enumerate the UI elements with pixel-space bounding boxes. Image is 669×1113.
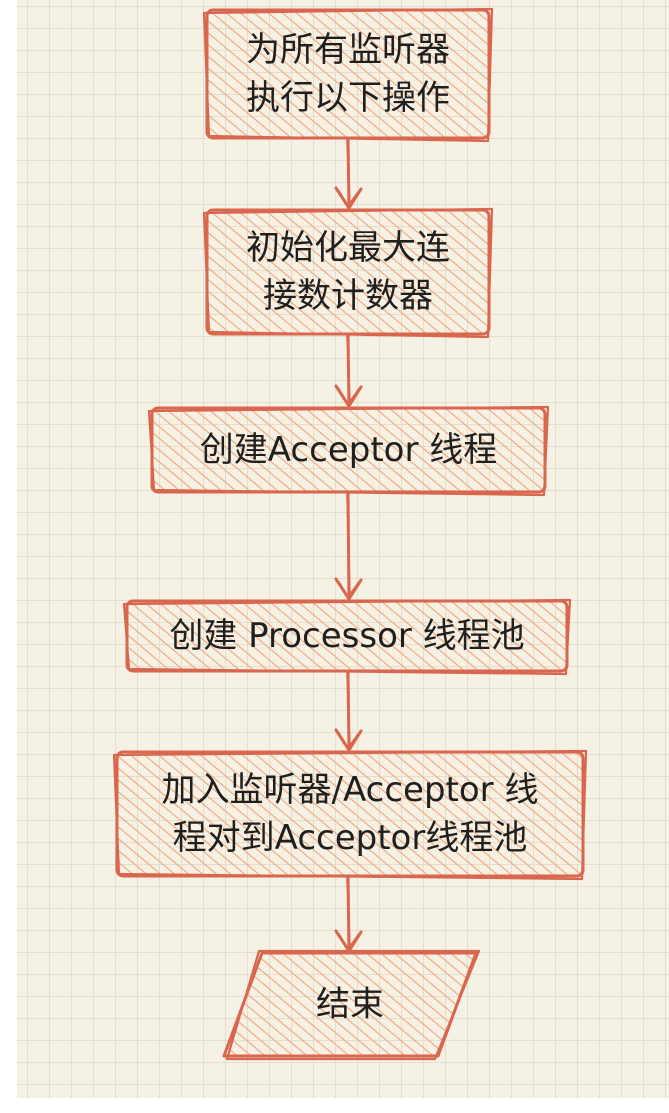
edge-line-sketch xyxy=(346,877,351,950)
arrowhead-sketch xyxy=(338,388,359,406)
node-create-processor-pool: 创建 Processor 线程池 xyxy=(122,598,572,676)
node-label: 为所有监听器 xyxy=(246,30,450,70)
node-label: 程对到Acceptor线程池 xyxy=(173,818,528,858)
node-border-sketch xyxy=(112,749,588,881)
node-label: 接数计数器 xyxy=(263,276,433,316)
node-border-sketch xyxy=(147,405,550,497)
node-label: 结束 xyxy=(316,985,384,1025)
node-fill xyxy=(117,752,583,876)
node-fill xyxy=(152,408,545,492)
arrowhead-sketch xyxy=(338,933,359,951)
edge-for-each-listener-to-init-counter xyxy=(334,137,363,210)
grid-background xyxy=(17,0,669,1098)
arrowhead-sketch xyxy=(338,581,359,599)
node-fill xyxy=(224,953,476,1056)
node-create-acceptor: 创建Acceptor 线程 xyxy=(147,405,550,497)
edge-line-sketch xyxy=(346,493,351,598)
edge-create-processor-pool-to-add-pair xyxy=(334,670,363,752)
node-border-sketch xyxy=(202,7,494,143)
node-border-sketch xyxy=(225,949,481,1061)
node-label: 初始化最大连 xyxy=(246,228,450,268)
edge-add-pair-to-end xyxy=(334,875,363,953)
node-label: 执行以下操作 xyxy=(246,78,450,118)
edge-line-sketch xyxy=(346,335,351,405)
edge-line-sketch xyxy=(346,139,351,207)
arrowhead-sketch xyxy=(338,190,359,208)
node-border-sketch xyxy=(122,598,572,676)
node-label: 创建Acceptor 线程 xyxy=(200,430,497,470)
node-label: 创建 Processor 线程池 xyxy=(169,616,524,656)
node-border-sketch xyxy=(202,207,494,339)
edge-create-acceptor-to-create-processor-pool xyxy=(334,491,363,601)
edge-line-sketch xyxy=(346,672,351,749)
node-end: 结束 xyxy=(222,949,481,1061)
node-label: 加入监听器/Acceptor 线 xyxy=(162,770,539,810)
arrowhead-sketch xyxy=(338,732,359,750)
node-border xyxy=(222,951,478,1058)
node-fill xyxy=(127,601,567,671)
node-fill xyxy=(207,10,489,138)
edge-init-counter-to-create-acceptor xyxy=(334,333,363,408)
node-fill xyxy=(207,210,489,334)
